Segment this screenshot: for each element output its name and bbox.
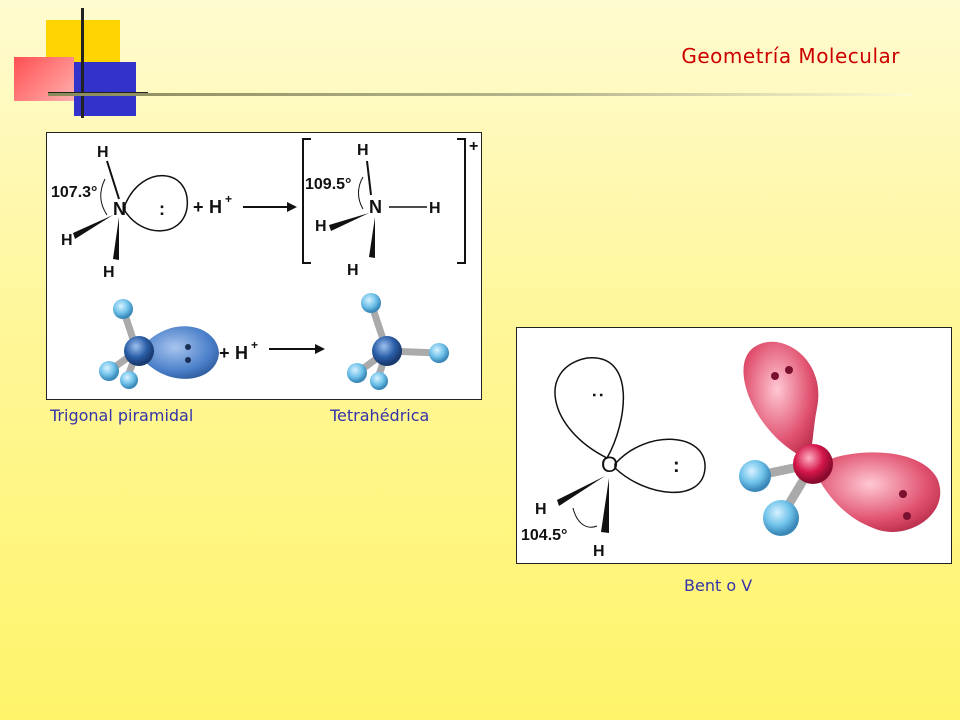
angle-label-h2o: 104.5° [521,527,567,544]
bond-line [366,160,372,196]
hydrogen-atom [347,363,367,383]
bracket-left [302,138,311,264]
angle-arc [358,176,364,210]
lone-pair-dot [899,490,907,498]
h2o-3d-model [739,341,941,536]
angle-label-nh4: 109.5° [305,176,351,193]
bracket-right [457,138,466,264]
lone-pair-dot [185,344,191,350]
ammonia-diagram: N H H H 107.3° : + H + + N H H H H 109.5 [51,138,478,390]
lone-pair-dots-right: : [673,455,680,477]
atom-h-top: H [357,142,369,159]
atom-o: O [601,452,618,477]
decor-vertical-line [81,8,84,118]
angle-arc [100,178,108,216]
decor-square-blue [74,62,136,116]
wedge-bond [113,217,119,260]
atom-h-left: H [535,501,547,518]
lone-pair-lobe-3d [139,326,219,379]
arrow-head [287,202,297,212]
atom-h-top: H [97,144,109,161]
ammonia-panel: N H H H 107.3° : + H + + N H H H H 109.5 [46,132,482,400]
lone-pair-dots: : [159,199,165,219]
nh3-structure: N H H H 107.3° : [51,144,188,281]
wedge-bond [369,217,375,258]
bond-line [106,160,120,200]
hydrogen-atom [113,299,133,319]
wedge-bond [73,215,113,239]
title-underline [48,93,912,96]
hydrogen-atom [99,361,119,381]
water-panel: : : O H H 104.5° [516,327,952,564]
caption-trigonal: Trigonal piramidal [50,406,194,425]
proton-charge: + [225,192,232,206]
atom-n: N [369,197,382,217]
wedge-bond [601,478,609,533]
hydrogen-atom [361,293,381,313]
lone-pair-lobe [124,175,188,232]
atom-h-bottom: H [347,262,359,279]
nh4-3d-model [347,293,449,390]
caption-tetrahedral: Tetrahédrica [330,406,430,425]
water-diagram: : : O H H 104.5° [521,341,941,560]
proton-h: H [235,343,248,363]
proton-charge: + [251,338,258,352]
lone-pair-dot [785,366,793,374]
atom-h-bottom: H [593,543,605,560]
ion-charge: + [469,138,478,155]
proton-h: H [209,197,222,217]
nitrogen-atom [372,336,402,366]
atom-n: N [113,199,126,219]
oxygen-atom [793,444,833,484]
hydrogen-atom [429,343,449,363]
lone-pair-lobe [614,438,706,494]
hydrogen-atom [370,372,388,390]
lone-pair-lobe [554,357,625,459]
caption-bent: Bent o V [684,576,753,595]
nitrogen-atom [124,336,154,366]
lone-pair-dot [185,357,191,363]
lone-pair-lobe-3d [743,341,819,460]
atom-h-left: H [61,232,73,249]
plus-sign: + [219,343,230,363]
wedge-bond [557,476,605,506]
nh3-3d-model [99,299,219,389]
arrow-head [315,344,325,354]
angle-label-nh3: 107.3° [51,184,97,201]
angle-arc [572,507,598,528]
hydrogen-atom [739,460,771,492]
lone-pair-dots-top: : [589,392,609,398]
h2o-structure: : : O H H 104.5° [521,357,706,560]
lone-pair-lobe-3d [813,452,941,532]
page-title: Geometría Molecular [681,44,900,68]
wedge-bond [329,213,369,231]
atom-h-right: H [429,200,441,217]
hydrogen-atom [763,500,799,536]
atom-h-left: H [315,218,327,235]
plus-sign: + [193,197,204,217]
atom-h-bottom: H [103,264,115,281]
lone-pair-dot [771,372,779,380]
hydrogen-atom [120,371,138,389]
nh4-structure: + N H H H H 109.5° [302,138,478,279]
lone-pair-dot [903,512,911,520]
